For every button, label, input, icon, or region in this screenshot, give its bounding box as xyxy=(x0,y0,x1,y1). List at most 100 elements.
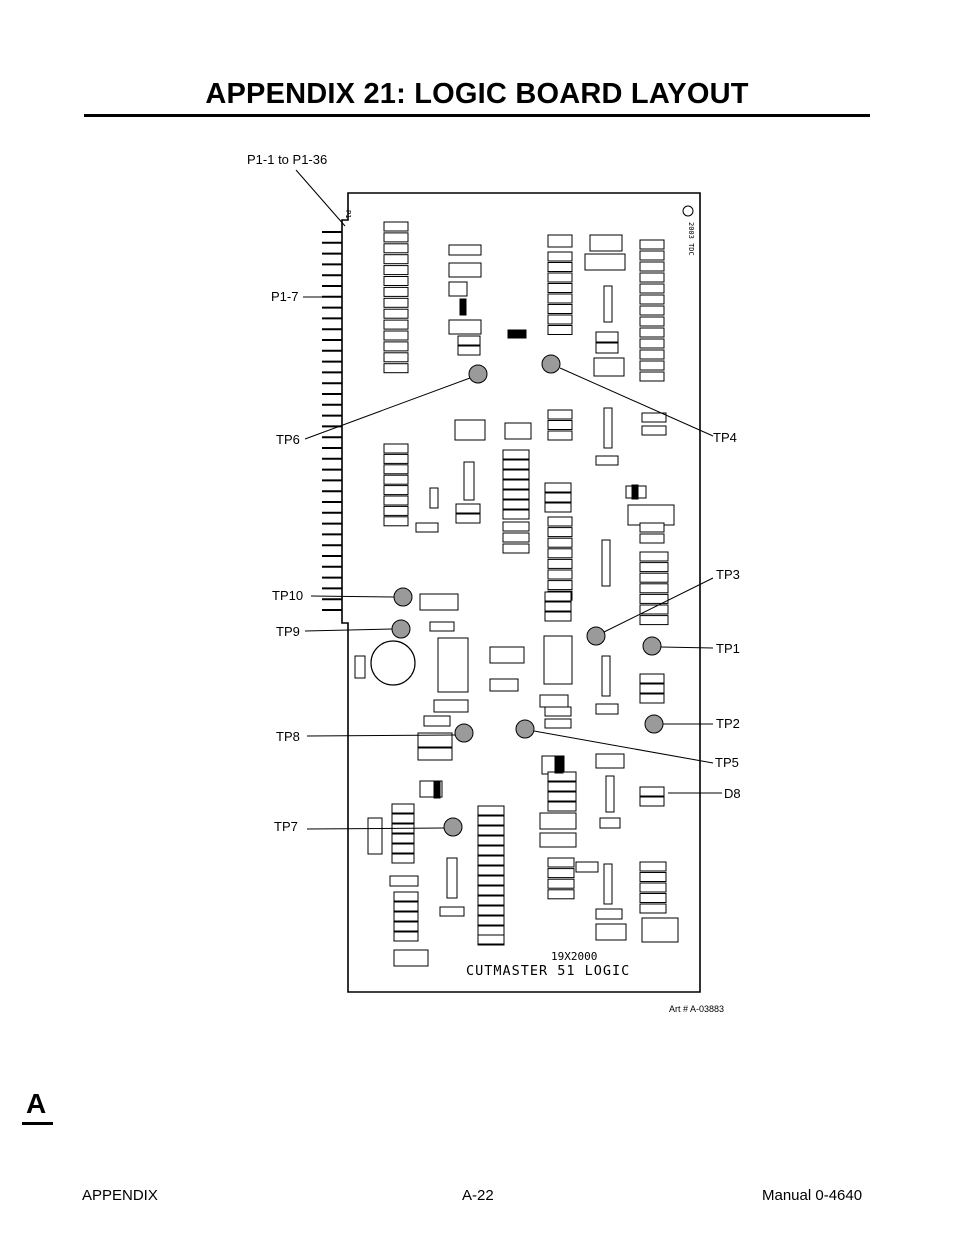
component-footprint xyxy=(502,499,530,510)
component-footprint xyxy=(383,516,409,527)
component-footprint xyxy=(593,357,625,377)
component-footprint xyxy=(423,715,451,727)
component-footprint xyxy=(547,889,575,900)
component-footprint xyxy=(367,817,383,855)
component-footprint xyxy=(603,285,613,323)
component-footprint xyxy=(599,817,621,829)
component-footprint xyxy=(539,832,577,848)
component-footprint xyxy=(547,283,573,293)
component-footprint xyxy=(502,521,530,532)
component-footprint xyxy=(429,487,439,509)
component-footprint xyxy=(417,747,453,761)
title-rule xyxy=(84,114,870,117)
callout-leaders xyxy=(295,169,722,830)
component-footprint xyxy=(477,835,505,846)
component-footprint xyxy=(383,330,409,341)
component-footprint xyxy=(448,262,482,278)
component-footprint xyxy=(383,443,409,454)
component-footprint xyxy=(417,732,453,748)
component-footprint xyxy=(547,430,573,441)
component-footprint xyxy=(547,781,577,792)
component-footprint xyxy=(393,891,419,902)
fiducial-mark xyxy=(682,205,694,217)
component-footprint xyxy=(383,363,409,374)
tp2-marker xyxy=(644,714,664,734)
callout-tp6: TP6 xyxy=(276,432,300,447)
component-footprint xyxy=(477,934,505,945)
component-footprint xyxy=(383,505,409,516)
component-footprint xyxy=(639,693,665,704)
component-footprint xyxy=(439,906,465,917)
component-footprint xyxy=(477,915,505,926)
component-footprint xyxy=(639,562,669,573)
component-footprint xyxy=(393,921,419,932)
component-footprint xyxy=(383,265,409,276)
component-footprint xyxy=(477,855,505,866)
tp10-marker xyxy=(393,587,413,607)
edge-connector-fingers xyxy=(322,231,342,611)
component-footprint xyxy=(575,861,599,873)
component-footprint xyxy=(639,261,665,272)
callout-p1-7: P1-7 xyxy=(271,289,299,304)
component-footprint xyxy=(539,694,569,708)
component-footprint xyxy=(547,234,573,248)
diode-band xyxy=(433,781,441,799)
component-footprint xyxy=(383,341,409,352)
component-footprint xyxy=(639,316,665,327)
callout-tp8: TP8 xyxy=(276,729,300,744)
callout-tp2: TP2 xyxy=(716,716,740,731)
page-title: APPENDIX 21: LOGIC BOARD LAYOUT xyxy=(205,78,749,110)
component-footprint xyxy=(639,673,665,684)
diode-band xyxy=(631,484,639,500)
component-footprint xyxy=(639,903,667,914)
component-footprint xyxy=(639,250,665,261)
tp6-marker xyxy=(468,364,488,384)
component-footprint xyxy=(639,882,667,893)
component-footprint xyxy=(477,825,505,836)
callout-tp10: TP10 xyxy=(272,588,304,603)
component-footprint xyxy=(419,593,459,611)
component-footprint xyxy=(547,801,577,812)
component-footprint xyxy=(601,539,611,587)
component-footprint xyxy=(605,775,615,813)
component-footprint xyxy=(547,569,573,580)
component-footprint xyxy=(354,655,366,679)
component-footprint xyxy=(627,504,675,526)
component-footprint xyxy=(547,293,573,304)
component-footprint xyxy=(639,533,665,544)
component-footprint xyxy=(448,281,468,297)
component-footprint xyxy=(639,604,669,615)
footer-section: APPENDIX xyxy=(82,1187,158,1204)
component-footprint xyxy=(383,221,409,232)
component-footprint xyxy=(502,509,530,520)
component-footprint xyxy=(639,551,669,562)
callout-tp1: TP1 xyxy=(716,641,740,656)
component-footprints xyxy=(354,221,679,967)
component-footprint xyxy=(457,335,481,346)
component-footprint xyxy=(547,409,573,420)
component-footprint xyxy=(544,492,572,503)
tp3-marker xyxy=(586,626,606,646)
section-tab-letter: A xyxy=(26,1088,47,1119)
component-footprint xyxy=(383,474,409,485)
component-footprint xyxy=(595,908,623,920)
component-footprint xyxy=(547,791,577,802)
component-footprint xyxy=(477,805,505,816)
component-footprint xyxy=(383,254,409,265)
tp4-marker xyxy=(541,354,561,374)
component-footprint xyxy=(639,283,665,294)
board-corner-mark: 2003 TDC xyxy=(687,222,695,256)
callout-d8: D8 xyxy=(724,786,741,801)
component-footprint xyxy=(595,331,619,343)
component-footprint xyxy=(502,532,530,543)
component-footprint xyxy=(477,895,505,906)
callout-tp7: TP7 xyxy=(274,819,298,834)
component-footprint xyxy=(463,461,475,501)
component-footprint xyxy=(547,262,573,272)
component-footprint xyxy=(639,294,665,305)
component-footprint xyxy=(547,251,573,262)
component-footprint xyxy=(547,878,575,889)
component-footprint xyxy=(639,272,665,283)
board-part-number: 19X2000 xyxy=(551,950,597,963)
